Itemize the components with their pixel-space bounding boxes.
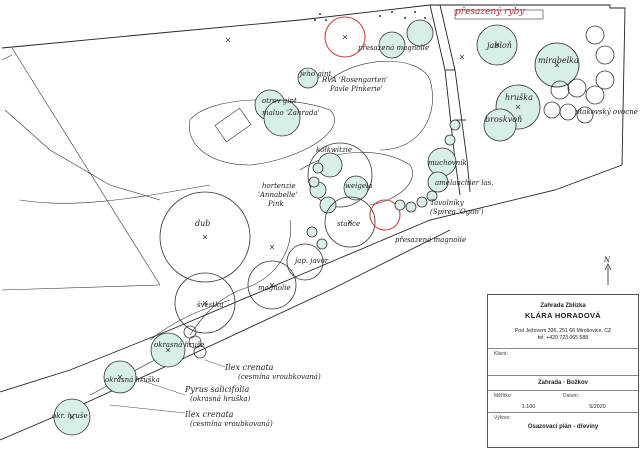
drawing-row: Výkres: Osazovací plán - dřeviny xyxy=(488,412,638,432)
label-presazena-magnolie-top: přesazená magnolie xyxy=(358,44,429,52)
scale-value: 1:100 xyxy=(521,404,536,410)
label-hortenzie-2: 'Annabelle' xyxy=(258,191,297,199)
label-mirabelka: mirabelka xyxy=(538,56,579,65)
label-broskvon: broskvoň xyxy=(485,115,522,124)
label-jeho-gint: jeho gint xyxy=(298,70,331,78)
label-magnolie: magnolie xyxy=(258,284,291,292)
tree-presazena-magnolie-bottom xyxy=(369,199,401,231)
label-hruska: hruška xyxy=(505,93,533,102)
label-hortenzie-3: Pink xyxy=(267,200,284,208)
tree-maluo xyxy=(263,99,301,137)
label-okrasna-hruse-low: okr. hruše xyxy=(52,412,88,420)
plant-labels: přesazený ryby jabloň mirabelka hruška b… xyxy=(52,6,640,428)
tree-jap-javor xyxy=(286,243,324,281)
tree-presazena-magnolie-top xyxy=(324,16,366,58)
label-ilex-1b: (cesmína vroubkovaná) xyxy=(238,373,321,381)
project-name: Zahrada - Božkov xyxy=(488,375,638,390)
label-amelanchier: amelanchier las. xyxy=(435,179,494,187)
label-ptakovsky: ptakovský ovocné keře xyxy=(575,108,640,116)
client-label: Klient: xyxy=(494,351,508,357)
label-okrasna-hruska: okrasná hruška xyxy=(105,376,160,384)
designer-phone: tel: +420 723 065 588 xyxy=(537,335,589,341)
label-presazeny-ryby: přesazený ryby xyxy=(455,6,525,17)
north-label: N xyxy=(603,256,611,264)
label-tavolnik-1: Tavolníky xyxy=(430,199,465,207)
paths xyxy=(19,60,433,396)
label-maluo: maluo 'Zahrada' xyxy=(262,109,320,117)
date-value: 5/2020 xyxy=(589,404,606,410)
label-tavolnik-2: (Spirea 'Ogon') xyxy=(430,208,484,216)
tree-svestka xyxy=(174,272,236,334)
tree-dub xyxy=(159,191,251,283)
client-row: Klient: xyxy=(488,348,638,375)
label-ilex-2a: Ilex crenata xyxy=(184,410,234,419)
title-block: Zahrada Zblízka KLÁRA HORADOVÁ Pod Ježov… xyxy=(487,294,639,448)
label-stance: stance xyxy=(337,220,360,228)
studio-name: Zahrada Zblízka xyxy=(540,303,586,309)
label-muchovnik: muchovník xyxy=(428,159,467,167)
label-hortenzie-1: hortenzie xyxy=(262,182,296,190)
designer-address: Pod Ježovem 336, 251 66 Mirošovice, CZ xyxy=(514,328,612,334)
drawing-value: Osazovací plán - dřeviny xyxy=(527,424,599,430)
date-label: Datum: xyxy=(563,393,580,399)
tree-kolkwitzie xyxy=(307,142,373,208)
tree-broskvon xyxy=(483,108,517,142)
label-rva-1: RVA 'Rosengarten' xyxy=(321,76,388,84)
label-pyrus-b: (okrasná hruška) xyxy=(190,395,251,403)
spirea-row xyxy=(306,119,461,250)
label-okrasna-hruse: okrasná hruše xyxy=(154,341,205,349)
label-jap-javor: jap. javor xyxy=(293,257,329,265)
label-svestka: švestka xyxy=(197,301,224,309)
label-dub: dub xyxy=(195,219,210,228)
label-kolkwitzie: kolkwitzie xyxy=(316,146,352,154)
tree-stance xyxy=(324,196,376,248)
scale-date-row: Měřítko: 1:100 Datum: 5/2020 xyxy=(488,390,638,412)
tree-magnolie xyxy=(247,260,297,310)
upper-trees xyxy=(254,16,457,248)
hedge-dots xyxy=(314,11,426,21)
label-pyrus-a: Pyrus salicifolia xyxy=(184,385,249,394)
label-otrov-gint: otrov gint xyxy=(262,97,297,105)
label-ilex-1a: Ilex crenata xyxy=(224,363,274,372)
property-boundary xyxy=(0,4,626,441)
north-arrow: N xyxy=(603,256,612,285)
center-markers xyxy=(69,34,560,420)
label-ilex-2b: (cesmína vroubkovaná) xyxy=(190,420,273,428)
label-rva-2: Pavle Pinkerie' xyxy=(329,85,383,93)
label-jablon: jabloň xyxy=(485,41,512,50)
scale-label: Měřítko: xyxy=(494,393,513,399)
shrub-jeho-gint xyxy=(297,67,319,89)
drawing-label: Výkres: xyxy=(494,415,511,421)
label-presazena-magnolie-bottom: přesazená magnolie xyxy=(395,236,466,244)
label-weigela: weigela xyxy=(345,182,372,190)
designer-name: KLÁRA HORADOVÁ xyxy=(524,311,601,320)
